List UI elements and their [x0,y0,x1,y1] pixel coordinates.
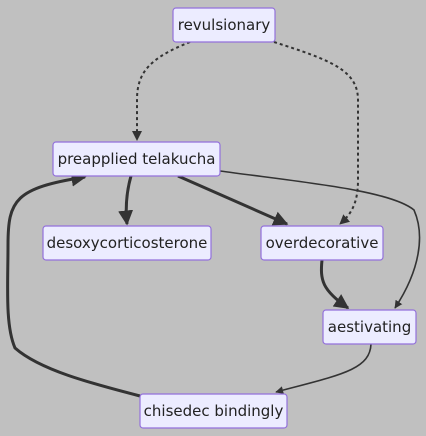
edges-layer [6,41,421,398]
node-overdecorative[interactable]: overdecorative [260,225,384,261]
node-chisedec-bindingly[interactable]: chisedec bindingly [139,393,288,429]
edge-n1-to-n4 [273,41,359,225]
node-aestivating[interactable]: aestivating [322,309,417,345]
edge-n2-to-n5 [219,170,421,309]
edge-n5-to-n6 [275,343,372,395]
edge-n2-to-n3 [118,175,134,226]
node-label: revulsionary [178,16,271,34]
node-label: chisedec bindingly [144,402,284,420]
node-desoxycorticosterone[interactable]: desoxycorticosterone [42,225,212,261]
edge-n4-to-n5 [319,259,350,310]
node-revulsionary[interactable]: revulsionary [172,7,276,43]
node-label: preapplied telakucha [58,150,216,168]
node-label: aestivating [328,318,411,336]
edge-n1-to-n2 [132,41,191,141]
node-label: desoxycorticosterone [47,234,208,252]
node-preapplied-telakucha[interactable]: preapplied telakucha [52,141,221,177]
edge-n2-to-n4 [177,174,289,226]
edge-n6-to-n2 [6,171,141,398]
node-label: overdecorative [266,234,379,252]
